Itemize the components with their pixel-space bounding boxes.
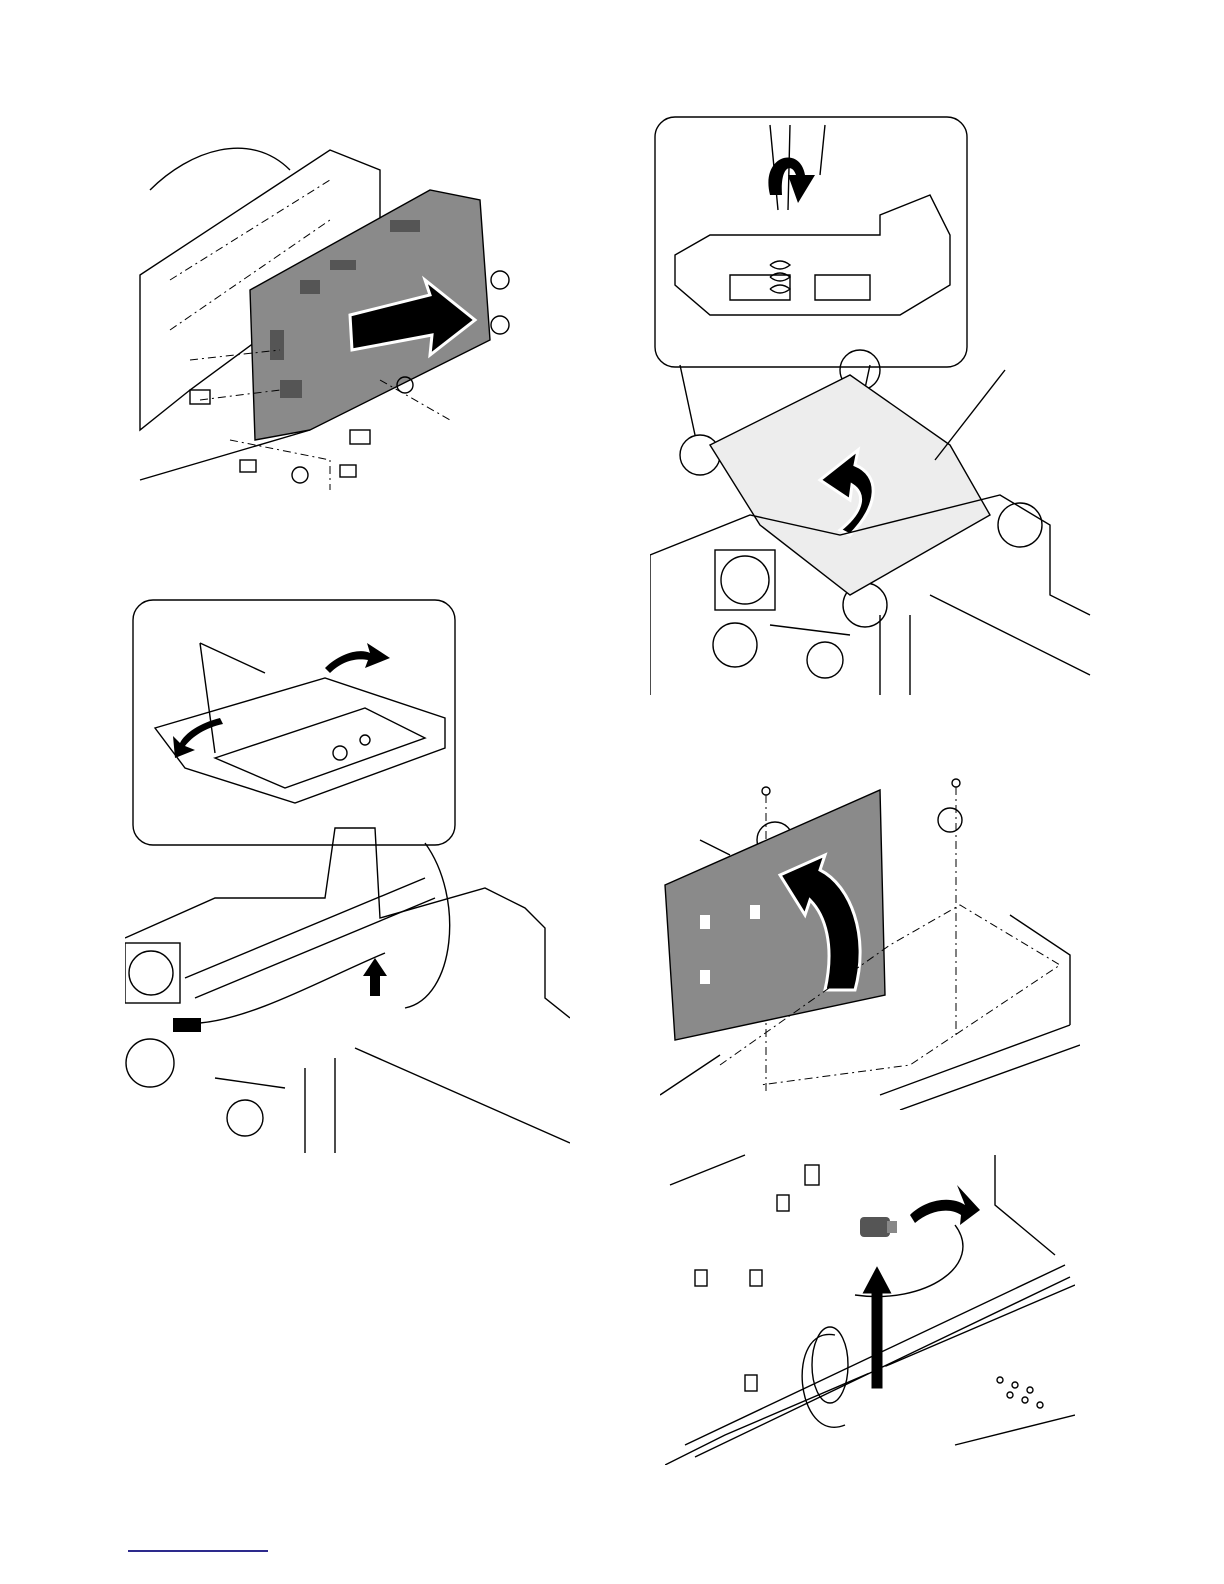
figure-board-removal (130, 130, 570, 520)
figure-top-cover (650, 115, 1100, 695)
sensor-board-diagram-icon (125, 598, 570, 1153)
shield-plate-diagram-icon (660, 765, 1080, 1110)
top-cover-diagram-icon (650, 115, 1100, 695)
figure-shield-plate (660, 765, 1080, 1110)
figure-roller-removal (665, 1145, 1075, 1465)
figure-sensor-board (125, 598, 570, 1153)
footer-link-rule (128, 1550, 268, 1552)
board-removal-diagram-icon (130, 130, 570, 520)
roller-removal-diagram-icon (665, 1145, 1075, 1465)
